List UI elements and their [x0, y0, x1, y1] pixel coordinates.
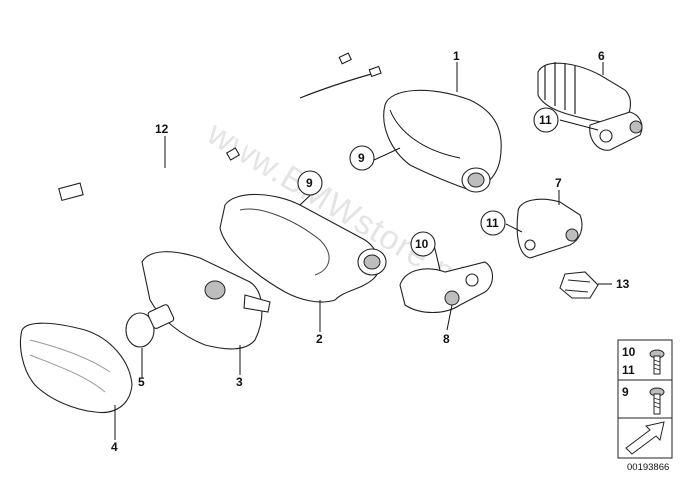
screw-icon-a — [649, 349, 665, 375]
callout-10[interactable]: 10 — [415, 237, 429, 251]
callout-9a[interactable]: 9 — [358, 151, 365, 165]
callout-9-circle — [349, 145, 375, 171]
part-5-bulb[interactable] — [125, 304, 175, 348]
reference-number: 00193866 — [627, 462, 669, 473]
part-6-rubber-bracket[interactable] — [537, 62, 643, 151]
callout-13[interactable]: 13 — [616, 277, 630, 291]
legend-10: 10 — [622, 345, 636, 359]
callout-11b[interactable]: 11 — [486, 216, 499, 230]
callout-4[interactable]: 4 — [111, 440, 118, 454]
callout-10-circle — [410, 231, 436, 257]
legend-9: 9 — [622, 385, 629, 399]
callout-11-circle-b — [480, 210, 506, 236]
part-4-lens[interactable] — [19, 322, 133, 414]
callout-9b[interactable]: 9 — [306, 176, 313, 190]
callout-9-circle-b — [297, 170, 323, 196]
callout-6[interactable]: 6 — [598, 49, 605, 63]
callout-11-circle-a — [533, 107, 559, 133]
callout-11a[interactable]: 11 — [539, 113, 552, 127]
part-2-indicator-body[interactable] — [219, 193, 387, 303]
part-13-clip[interactable] — [559, 271, 599, 299]
arrow-icon — [625, 421, 665, 455]
part-12-wiring-harness[interactable] — [58, 52, 382, 202]
fastener-legend: 10 11 9 — [617, 339, 673, 459]
callout-1[interactable]: 1 — [453, 49, 460, 63]
callout-7[interactable]: 7 — [555, 176, 562, 190]
part-7-small-bracket[interactable] — [516, 198, 583, 259]
part-8-mounting-bracket[interactable] — [399, 261, 494, 314]
callout-2[interactable]: 2 — [316, 332, 323, 346]
callouts: 1 2 3 4 5 6 7 8 9 9 10 11 11 12 13 — [111, 49, 630, 454]
screw-icon-b — [649, 387, 665, 415]
callout-8[interactable]: 8 — [443, 332, 450, 346]
callout-12[interactable]: 12 — [155, 122, 169, 136]
legend-11: 11 — [622, 363, 635, 377]
part-1-housing[interactable] — [383, 89, 502, 193]
callout-5[interactable]: 5 — [138, 375, 145, 389]
part-3-lens-holder[interactable] — [141, 251, 271, 350]
callout-3[interactable]: 3 — [236, 375, 243, 389]
